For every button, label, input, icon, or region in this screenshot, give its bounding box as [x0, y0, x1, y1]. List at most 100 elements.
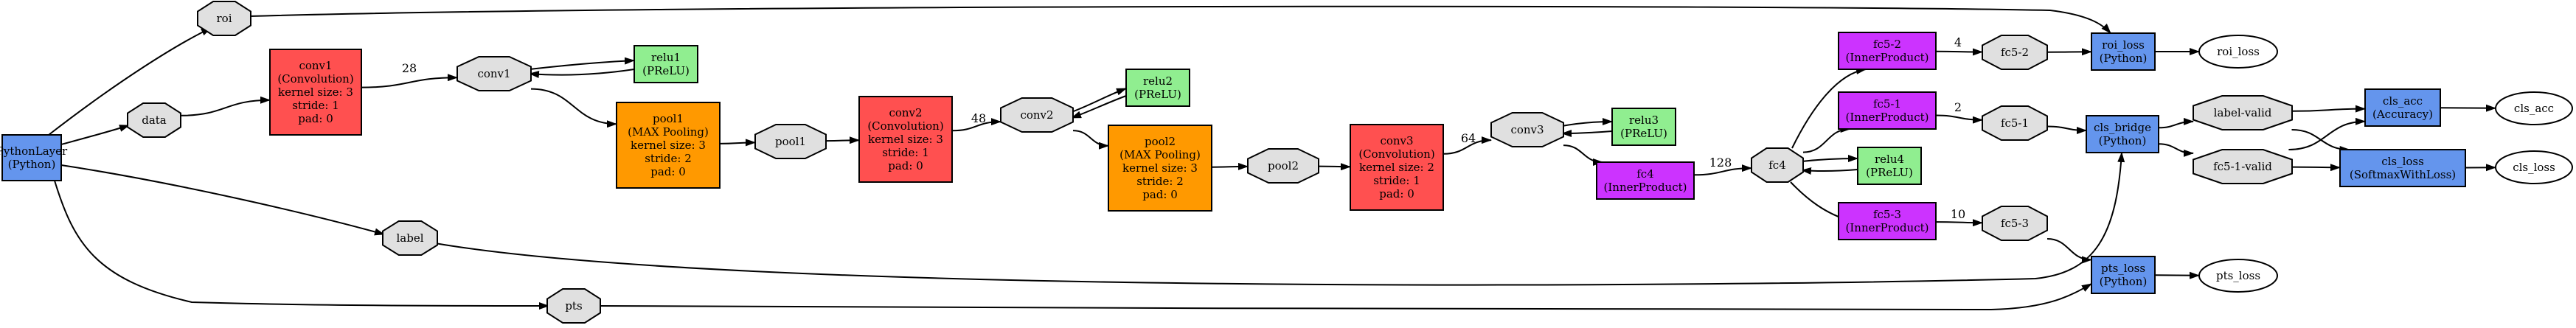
- node-label-conv3-layer-line-2: kernel size: 2: [1359, 161, 1434, 174]
- node-fc4[interactable]: fc4: [1751, 147, 1804, 183]
- node-label-fc4-line-0: fc4: [1768, 158, 1786, 172]
- edge-python-layer-to-label: [60, 164, 385, 236]
- node-label-valid[interactable]: label-valid: [2193, 95, 2293, 130]
- node-cls-loss-layer[interactable]: cls_loss(SoftmaxWithLoss): [2339, 149, 2466, 187]
- node-pool2-layer[interactable]: pool2(MAX Pooling)kernel size: 3stride: …: [1108, 125, 1212, 212]
- node-label-label-line-0: label: [396, 231, 423, 245]
- node-roi-loss-layer[interactable]: roi_loss(Python): [2091, 32, 2156, 71]
- node-label-conv2-layer-line-1: (Convolution): [867, 119, 943, 133]
- node-label-relu4-line-0: relu4: [1875, 153, 1904, 166]
- node-label-conv1-layer-line-0: conv1: [299, 59, 332, 72]
- node-label-label-valid-line-0: label-valid: [2214, 106, 2272, 119]
- node-label-pts-loss-layer-line-0: pts_loss: [2101, 262, 2145, 275]
- node-label-conv2-layer-line-4: pad: 0: [888, 159, 923, 172]
- node-pts-loss-layer[interactable]: pts_loss(Python): [2091, 256, 2156, 294]
- node-shape-cls-acc-layer: [2364, 88, 2441, 127]
- node-relu1[interactable]: relu1(PReLU): [633, 45, 698, 83]
- node-roi[interactable]: roi: [197, 1, 251, 36]
- node-conv2-layer[interactable]: conv2(Convolution)kernel size: 3stride: …: [858, 96, 953, 183]
- node-conv2[interactable]: conv2: [1000, 97, 1074, 133]
- node-shape-roi-loss-layer: [2091, 32, 2156, 71]
- node-label-pool2-line-0: pool2: [1268, 159, 1299, 172]
- node-pool1[interactable]: pool1: [754, 124, 827, 159]
- node-label-cls-loss-layer-line-1: (SoftmaxWithLoss): [2350, 168, 2456, 181]
- node-fc5-2[interactable]: fc5-2: [1982, 35, 2048, 70]
- node-shape-fc5-1-layer: [1838, 91, 1937, 130]
- node-fc5-3[interactable]: fc5-3: [1982, 206, 2048, 241]
- edge-cls-bridge-to-label-valid: [2158, 117, 2194, 129]
- node-label-cls-bridge-line-0: cls_bridge: [2094, 121, 2151, 134]
- node-label-pts-loss-line-0: pts_loss: [2216, 269, 2260, 282]
- node-label-fc4-layer-line-1: (InnerProduct): [1604, 181, 1687, 194]
- edge-python-layer-to-data: [60, 125, 130, 145]
- node-pts-loss[interactable]: pts_loss: [2198, 259, 2278, 293]
- edge-label-valid-to-cls-acc-layer: [2291, 105, 2366, 113]
- node-fc5-1-layer[interactable]: fc5-1(InnerProduct): [1838, 91, 1937, 130]
- node-label-conv1-layer-line-3: stride: 1: [292, 99, 339, 112]
- node-label-roi-loss-line-0: roi_loss: [2217, 45, 2260, 58]
- edge-pts-to-pts-loss-layer: [598, 283, 2092, 311]
- node-cls-bridge[interactable]: cls_bridge(Python): [2086, 115, 2159, 153]
- node-relu4[interactable]: relu4(PReLU): [1857, 147, 1922, 185]
- node-relu2[interactable]: relu2(PReLU): [1125, 69, 1190, 107]
- node-shape-conv3-layer: [1350, 124, 1444, 211]
- edge-roi-to-roi-loss-layer: [249, 5, 2111, 34]
- edge-conv3-layer-to-conv3: [1443, 136, 1492, 155]
- node-label-fc5-1-valid-line-0: fc5-1-valid: [2213, 160, 2272, 173]
- node-label-fc5-2-layer-line-1: (InnerProduct): [1846, 51, 1929, 64]
- node-cls-acc[interactable]: cls_acc: [2495, 91, 2573, 125]
- node-shape-pool2-layer: [1108, 125, 1212, 212]
- node-shape-fc5-2: [1982, 35, 2048, 70]
- edge-label-conv3-layer: 64: [1461, 131, 1476, 145]
- edge-label-conv1-layer: 28: [402, 61, 417, 75]
- node-label[interactable]: label: [382, 220, 438, 256]
- node-label-pool2-layer-line-3: stride: 2: [1136, 175, 1184, 188]
- node-shape-conv3: [1490, 112, 1564, 147]
- node-conv1-layer[interactable]: conv1(Convolution)kernel size: 3stride: …: [269, 49, 362, 136]
- edge-conv2-layer-to-conv2: [951, 118, 1001, 132]
- node-label-fc5-1-layer-line-0: fc5-1: [1873, 97, 1901, 111]
- edge-label-fc5-3-layer: 10: [1951, 207, 1965, 221]
- node-label-data-line-0: data: [142, 114, 167, 127]
- node-cls-loss[interactable]: cls_loss: [2495, 150, 2573, 184]
- edge-pool1-layer-to-pool1: [719, 139, 756, 147]
- node-relu3[interactable]: relu3(PReLU): [1611, 108, 1676, 146]
- edge-conv2-to-relu2: [1071, 88, 1127, 113]
- node-data[interactable]: data: [127, 102, 181, 138]
- node-label-fc5-2-layer-line-0: fc5-2: [1873, 38, 1901, 51]
- node-shape-fc5-1-valid: [2193, 149, 2293, 184]
- edge-fc5-1-to-cls-bridge: [2046, 125, 2087, 134]
- node-cls-acc-layer[interactable]: cls_acc(Accuracy): [2364, 88, 2441, 127]
- edge-conv1-layer-to-conv1: [361, 74, 458, 88]
- node-fc4-layer[interactable]: fc4(InnerProduct): [1596, 161, 1695, 200]
- node-fc5-1-valid[interactable]: fc5-1-valid: [2193, 149, 2293, 184]
- node-pool2[interactable]: pool2: [1247, 148, 1319, 184]
- node-shape-roi: [197, 1, 251, 36]
- node-label-fc5-3-line-0: fc5-3: [2001, 217, 2029, 230]
- node-label-roi-line-0: roi: [217, 12, 232, 25]
- node-roi-loss[interactable]: roi_loss: [2198, 35, 2278, 69]
- node-pool1-layer[interactable]: pool1(MAX Pooling)kernel size: 3stride: …: [616, 102, 721, 189]
- edge-relu2-to-conv2: [1071, 95, 1127, 119]
- node-conv1[interactable]: conv1: [456, 56, 532, 91]
- node-conv3-layer[interactable]: conv3(Convolution)kernel size: 2stride: …: [1350, 124, 1444, 211]
- edge-pool1-to-conv2-layer: [825, 136, 860, 144]
- node-shape-relu1: [633, 45, 698, 83]
- node-label-conv2-layer-line-3: stride: 1: [882, 146, 929, 159]
- node-label-cls-acc-line-0: cls_acc: [2514, 102, 2554, 115]
- node-label-relu2-line-0: relu2: [1143, 74, 1173, 88]
- node-label-pool1-layer-line-3: stride: 2: [645, 152, 692, 165]
- node-label-pts-line-0: pts: [565, 299, 582, 313]
- node-shape-pts-loss: [2198, 259, 2278, 293]
- node-fc5-1[interactable]: fc5-1: [1982, 105, 2048, 141]
- node-label-pool2-layer-line-1: (MAX Pooling): [1119, 148, 1201, 161]
- edge-fc5-1-valid-to-cls-loss-layer: [2291, 164, 2341, 172]
- node-fc5-2-layer[interactable]: fc5-2(InnerProduct): [1838, 32, 1937, 70]
- node-python-layer[interactable]: PythonLayer(Python): [0, 134, 68, 181]
- node-pts[interactable]: pts: [546, 288, 601, 324]
- node-conv3[interactable]: conv3: [1490, 112, 1564, 147]
- edge-conv1-to-pool1-layer: [530, 88, 617, 128]
- edge-label-fc5-1-layer: 2: [1954, 100, 1962, 114]
- node-fc5-3-layer[interactable]: fc5-3(InnerProduct): [1838, 202, 1937, 240]
